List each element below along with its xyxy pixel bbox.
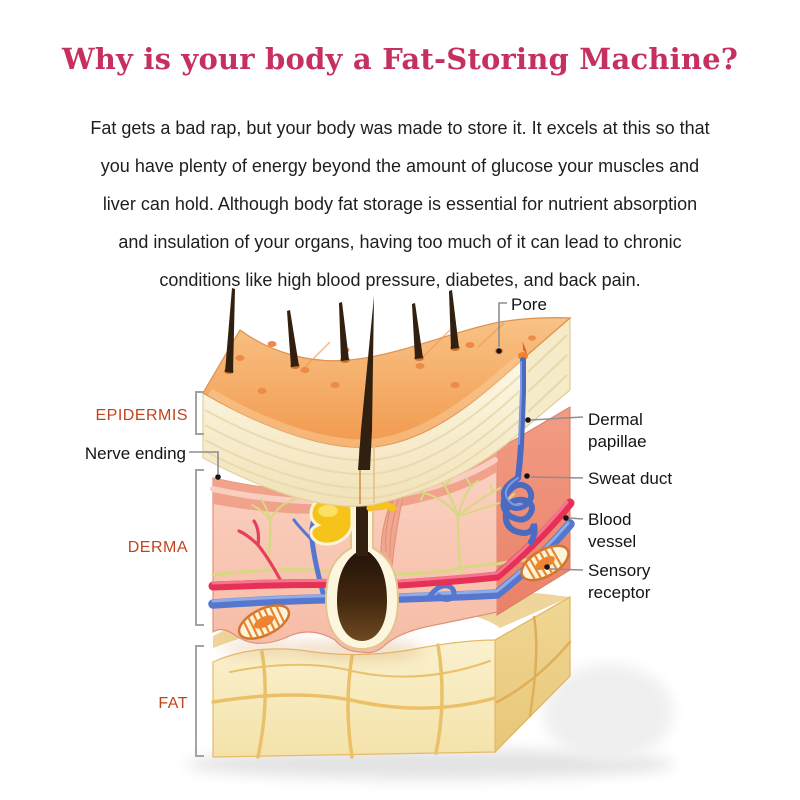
pore-leader [498, 302, 507, 347]
hairs [224, 288, 460, 374]
nerve-ending-leader [189, 451, 219, 474]
derma-layer [208, 406, 575, 654]
layer-brackets [195, 391, 204, 757]
label-dermal-papillae: Dermal [588, 410, 643, 429]
fat-bracket [195, 645, 204, 757]
label-nerve-ending: Nerve ending [85, 444, 186, 463]
dermal-papillae-leader [530, 416, 584, 421]
label-derma: DERMA [128, 539, 188, 556]
label-dermal-papillae-2: papillae [588, 432, 647, 451]
label-blood-vessel-2: vessel [588, 532, 636, 551]
intro-line: and insulation of your organs, having to… [118, 232, 682, 252]
epidermis-bracket [195, 391, 204, 435]
intro-paragraph: Fat gets a bad rap, but your body was ma… [50, 109, 750, 299]
label-epidermis: EPIDERMIS [95, 407, 188, 424]
label-sensory-receptor-2: receptor [588, 583, 651, 602]
intro-line: conditions like high blood pressure, dia… [159, 270, 641, 290]
diagram-labels: EPIDERMIS DERMA FAT Nerve ending Pore De… [85, 295, 673, 712]
sweat-duct-leader [530, 476, 584, 479]
blood-vessel-leader [568, 517, 584, 520]
label-sensory-receptor: Sensory [588, 561, 651, 580]
central-hair [358, 296, 374, 470]
label-sweat-duct: Sweat duct [588, 469, 672, 488]
label-pore: Pore [511, 295, 547, 314]
sebaceous-gland [309, 495, 397, 546]
page-title: Why is your body a Fat-Storing Machine? [61, 42, 739, 76]
intro-line: liver can hold. Although body fat storag… [102, 194, 698, 214]
sweat-gland [500, 341, 538, 545]
label-blood-vessel: Blood [588, 510, 631, 529]
drop-shadow [185, 664, 675, 779]
derma-bracket [195, 469, 204, 626]
sensory-receptor-leader [549, 568, 584, 571]
skin-diagram: EPIDERMIS DERMA FAT Nerve ending Pore De… [85, 288, 675, 779]
sensory-receptors [237, 544, 570, 640]
epidermis-layer [202, 288, 572, 507]
leader-lines [189, 302, 584, 571]
intro-line: you have plenty of energy beyond the amo… [100, 156, 700, 176]
label-fat: FAT [158, 695, 188, 712]
intro-line: Fat gets a bad rap, but your body was ma… [90, 118, 710, 138]
